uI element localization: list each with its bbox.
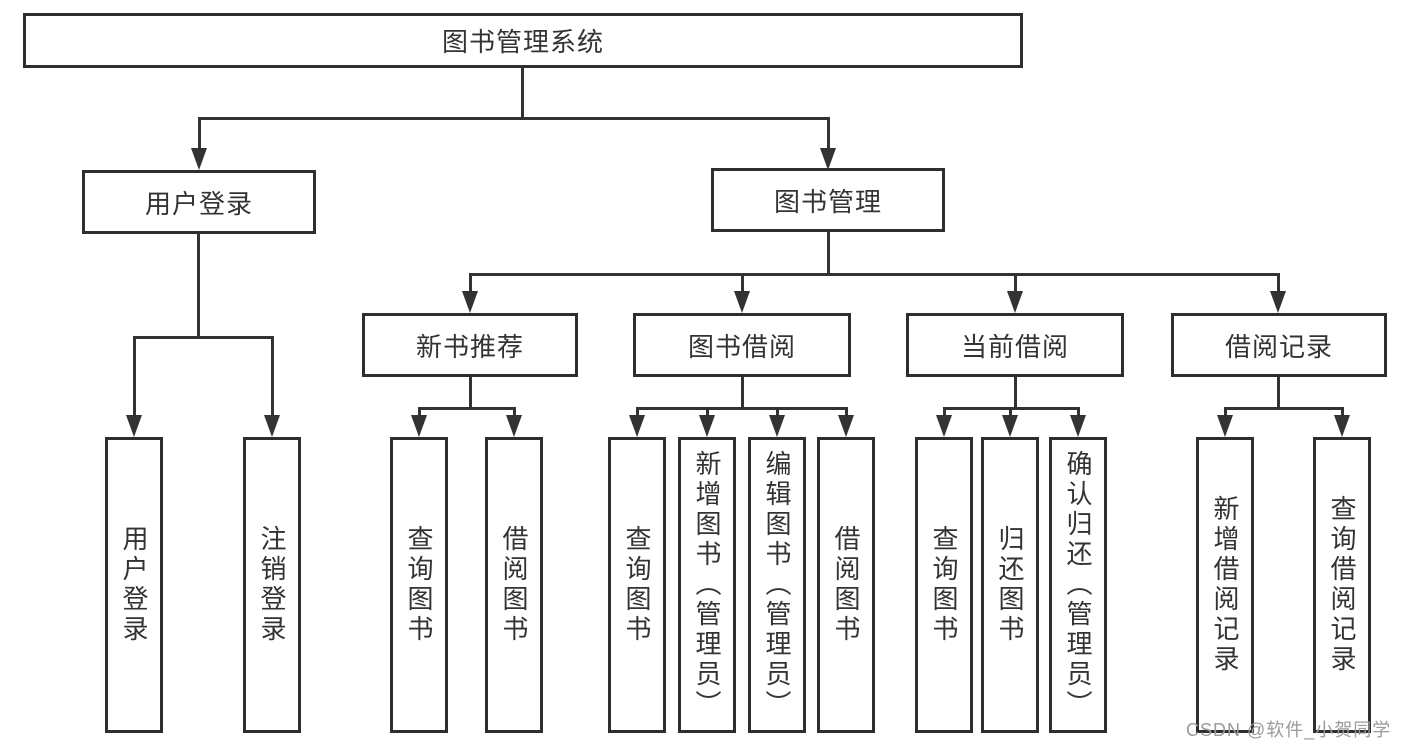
arrowhead-down-icon	[1002, 415, 1018, 437]
leaf-logout: 注销登录	[243, 437, 301, 733]
leaf-label: 新增借阅记录	[1210, 495, 1240, 675]
connector-arm	[1224, 407, 1227, 418]
connector-split	[1224, 407, 1344, 410]
arrowhead-down-icon	[1270, 291, 1286, 313]
connector-arm	[827, 117, 830, 153]
connector-bookmgmt-split	[469, 273, 1280, 276]
leaf-add-borrow-record: 新增借阅记录	[1196, 437, 1254, 733]
node-root: 图书管理系统	[23, 13, 1023, 68]
arrowhead-down-icon	[191, 148, 207, 170]
leaf-label: 查询图书	[622, 525, 652, 645]
leaf-label: 编辑图书（管理员）	[762, 450, 792, 720]
arrowhead-down-icon	[411, 415, 427, 437]
connector-arm	[706, 407, 709, 418]
arrowhead-down-icon	[838, 415, 854, 437]
connector-arm	[636, 407, 639, 418]
connector-userlogin-stem	[197, 234, 200, 338]
node-book-management: 图书管理	[711, 168, 945, 232]
node-new-book-recommend: 新书推荐	[362, 313, 578, 377]
arrowhead-down-icon	[769, 415, 785, 437]
connector-arm	[741, 273, 744, 293]
node-borrow-records: 借阅记录	[1171, 313, 1387, 377]
node-book-management-label: 图书管理	[773, 186, 882, 217]
arrowhead-down-icon	[462, 291, 478, 313]
arrowhead-down-icon	[820, 148, 836, 170]
connector-arm	[418, 407, 421, 418]
leaf-label: 查询图书	[404, 525, 434, 645]
leaf-label: 查询借阅记录	[1327, 495, 1357, 675]
node-book-borrow: 图书借阅	[633, 313, 851, 377]
arrowhead-down-icon	[506, 415, 522, 437]
connector-arm	[1277, 273, 1280, 293]
connector-arm	[1009, 407, 1012, 418]
node-borrow-records-label: 借阅记录	[1224, 331, 1333, 362]
leaf-label: 借阅图书	[499, 525, 529, 645]
connector-split	[636, 407, 848, 410]
arrowhead-down-icon	[126, 415, 142, 437]
arrowhead-down-icon	[264, 415, 280, 437]
node-user-login: 用户登录	[82, 170, 316, 234]
leaf-query-borrow-record: 查询借阅记录	[1313, 437, 1371, 733]
leaf-return-books: 归还图书	[981, 437, 1039, 733]
node-current-borrow-label: 当前借阅	[960, 331, 1069, 362]
arrowhead-down-icon	[1070, 415, 1086, 437]
node-user-login-label: 用户登录	[144, 188, 253, 219]
node-book-borrow-label: 图书借阅	[687, 331, 796, 362]
connector-arm	[1077, 407, 1080, 418]
arrowhead-down-icon	[629, 415, 645, 437]
connector-root-stem	[521, 68, 524, 119]
leaf-label: 归还图书	[995, 525, 1025, 645]
connector-arm	[943, 407, 946, 418]
connector-stem	[469, 377, 472, 410]
node-current-borrow: 当前借阅	[906, 313, 1124, 377]
connector-arm	[845, 407, 848, 418]
connector-arm	[469, 273, 472, 293]
leaf-label: 确认归还（管理员）	[1063, 450, 1093, 720]
leaf-label: 新增图书（管理员）	[692, 450, 722, 720]
arrowhead-down-icon	[1217, 415, 1233, 437]
leaf-label: 注销登录	[257, 525, 287, 645]
leaf-user-login: 用户登录	[105, 437, 163, 733]
connector-userlogin-split	[133, 336, 274, 339]
leaf-label: 借阅图书	[831, 525, 861, 645]
leaf-confirm-return-admin: 确认归还（管理员）	[1049, 437, 1107, 733]
node-root-label: 图书管理系统	[441, 27, 604, 57]
connector-arm	[198, 117, 201, 153]
connector-arm	[776, 407, 779, 418]
leaf-edit-books-admin: 编辑图书（管理员）	[748, 437, 806, 733]
connector-arm	[1341, 407, 1344, 418]
connector-arm	[513, 407, 516, 418]
connector-arm	[271, 336, 274, 418]
leaf-add-books-admin: 新增图书（管理员）	[678, 437, 736, 733]
connector-root-split	[198, 117, 830, 120]
csdn-watermark: CSDN @软件_小贺同学	[1186, 720, 1392, 740]
leaf-borrow-books-recommend: 借阅图书	[485, 437, 543, 733]
connector-stem	[741, 377, 744, 410]
arrowhead-down-icon	[936, 415, 952, 437]
connector-arm	[133, 336, 136, 418]
leaf-query-books-current: 查询图书	[915, 437, 973, 733]
connector-stem	[1277, 377, 1280, 410]
arrowhead-down-icon	[699, 415, 715, 437]
leaf-query-books-recommend: 查询图书	[390, 437, 448, 733]
node-new-book-recommend-label: 新书推荐	[415, 331, 524, 362]
arrowhead-down-icon	[734, 291, 750, 313]
connector-split	[418, 407, 516, 410]
arrowhead-down-icon	[1007, 291, 1023, 313]
leaf-query-books-borrow: 查询图书	[608, 437, 666, 733]
connector-bookmgmt-stem	[827, 232, 830, 276]
leaf-label: 用户登录	[119, 525, 149, 645]
arrowhead-down-icon	[1334, 415, 1350, 437]
leaf-label: 查询图书	[929, 525, 959, 645]
connector-arm	[1014, 273, 1017, 293]
leaf-borrow-books: 借阅图书	[817, 437, 875, 733]
connector-stem	[1014, 377, 1017, 410]
